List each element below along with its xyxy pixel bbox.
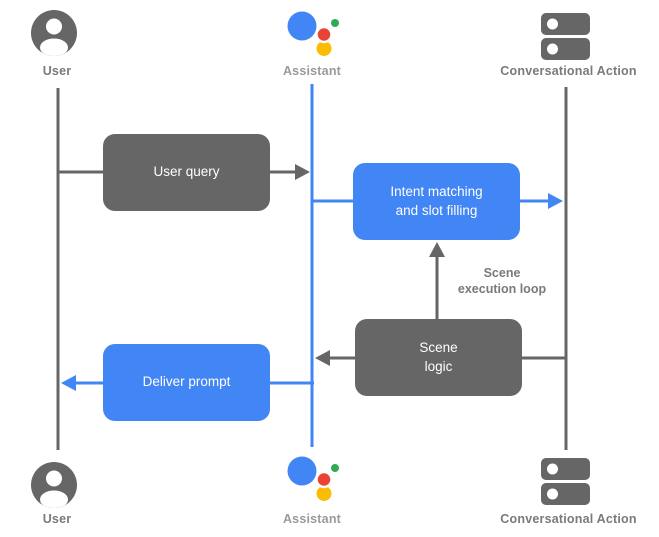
user-icon — [31, 10, 77, 56]
scene-logic-label-line2: logic — [424, 358, 453, 374]
assistant-label-top: Assistant — [282, 64, 342, 78]
assistant-label-bottom: Assistant — [282, 512, 342, 526]
scene-execution-loop-annotation: Scene execution loop — [437, 266, 567, 297]
scene-logic-to-assistant-arrow — [315, 350, 356, 366]
user-query-box: User query — [103, 134, 270, 211]
intent-matching-label-line2: and slot filling — [395, 202, 478, 218]
conversational-action-icon — [541, 458, 590, 505]
user-label-top: User — [42, 64, 72, 78]
intent-matching-label-line1: Intent matching — [390, 184, 483, 200]
conversational-action-label-top: Conversational Action — [500, 64, 637, 78]
assistant-icon — [287, 456, 339, 501]
scene-execution-loop-line2: execution loop — [457, 281, 547, 296]
assistant-icon — [287, 11, 339, 56]
scene-logic-box: Scene logic — [355, 319, 522, 396]
conversational-action-label-bottom: Conversational Action — [500, 512, 637, 526]
user-query-label: User query — [153, 164, 220, 180]
scene-logic-label-line1: Scene — [419, 340, 458, 356]
deliver-prompt-box: Deliver prompt — [103, 344, 270, 421]
scene-loop-arrow — [429, 242, 445, 319]
deliver-prompt-label: Deliver prompt — [142, 374, 231, 390]
intent-matching-box: Intent matching and slot filling — [353, 163, 520, 240]
user-label-bottom: User — [42, 512, 72, 526]
conversational-action-icon — [541, 13, 590, 60]
user-icon — [31, 462, 77, 508]
scene-execution-loop-line1: Scene — [483, 266, 521, 280]
